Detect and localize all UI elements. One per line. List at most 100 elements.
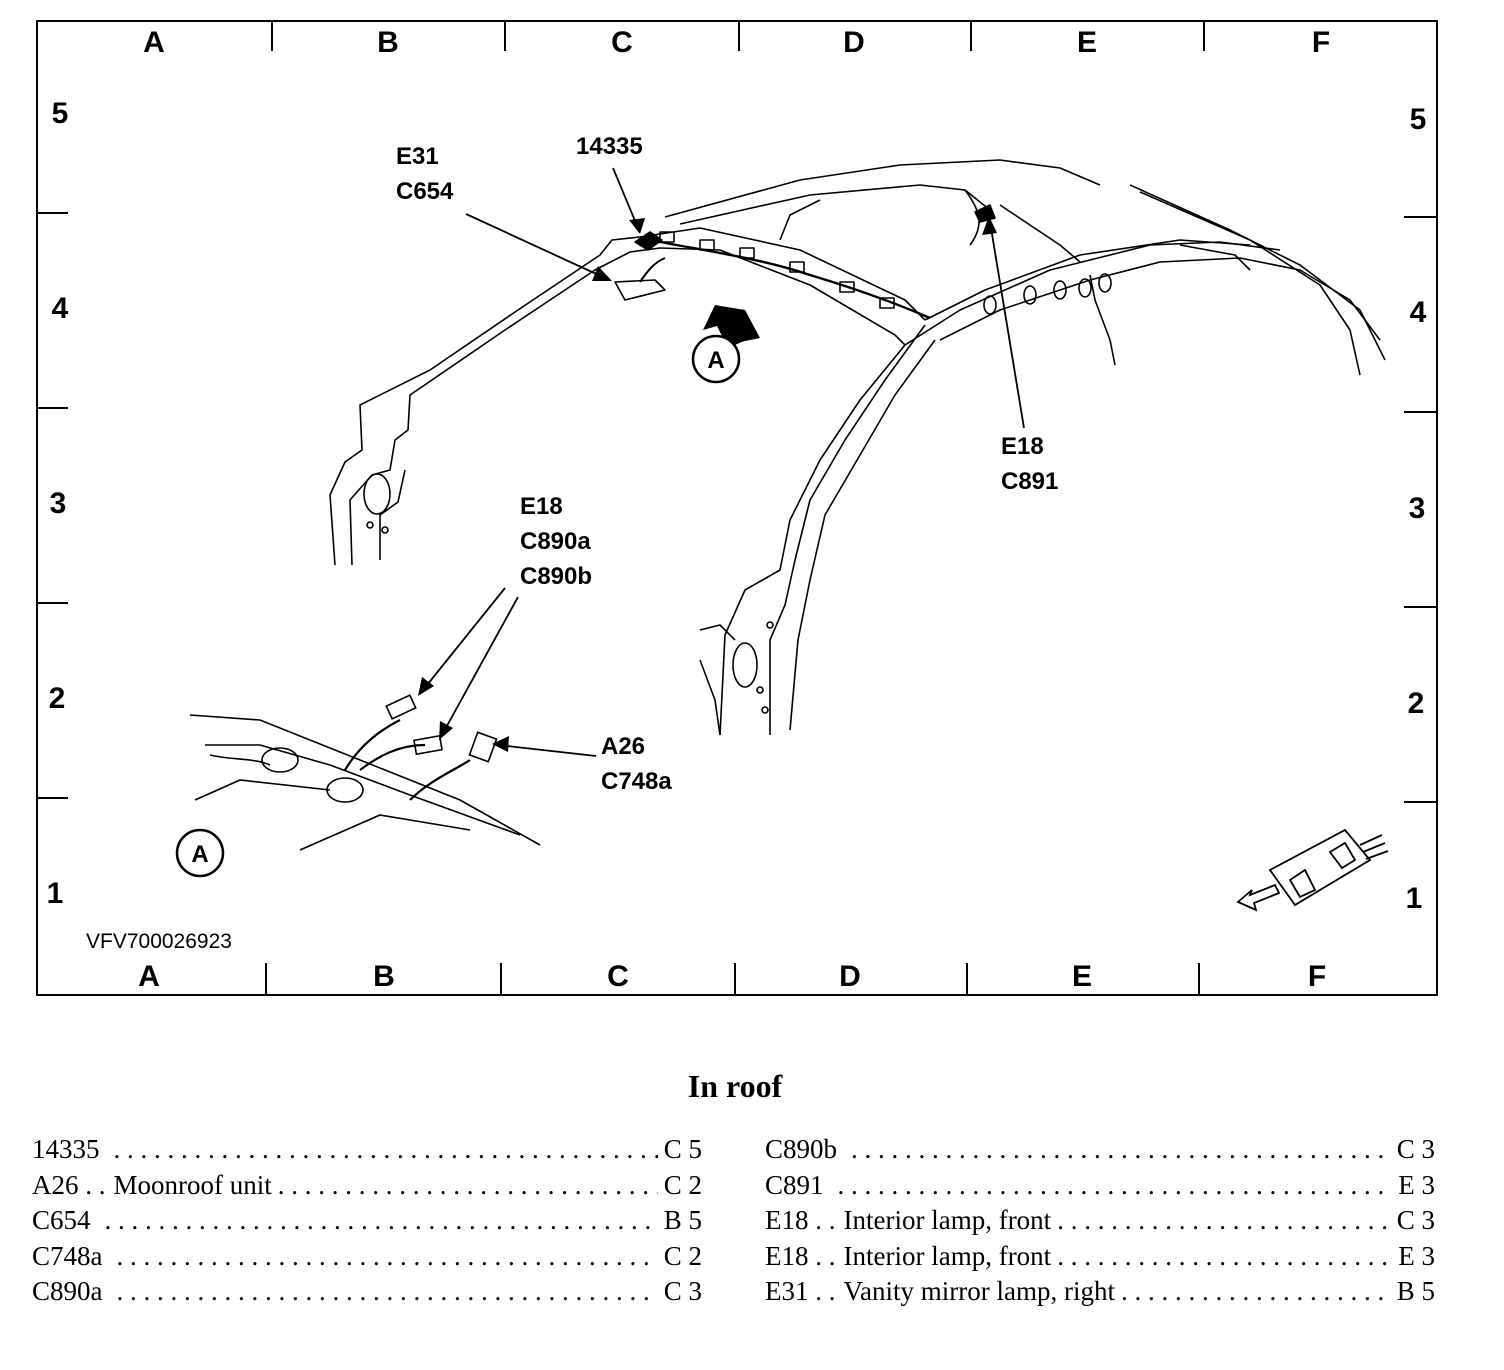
leader-dots bbox=[838, 1170, 1393, 1201]
callout-e31: E31 C654 bbox=[396, 143, 454, 205]
row-label: 2 bbox=[49, 682, 66, 715]
legend-row: C890b C 3 bbox=[765, 1134, 1435, 1170]
leader-arrows bbox=[422, 167, 1025, 757]
leader-dots bbox=[105, 1205, 658, 1236]
col-label: A bbox=[143, 26, 165, 59]
legend-code: A26 . . bbox=[32, 1169, 106, 1200]
legend-location: C 3 bbox=[1396, 1134, 1435, 1164]
legend-row: C654 B 5 bbox=[32, 1205, 702, 1241]
row-label: 1 bbox=[1406, 882, 1423, 915]
column-labels-top: A B C D E F bbox=[143, 26, 1330, 59]
leader-dots bbox=[114, 1134, 658, 1165]
callout-line: C890a bbox=[520, 528, 591, 555]
legend-location: C 3 bbox=[663, 1276, 702, 1306]
leader-dots bbox=[117, 1241, 658, 1272]
legend-row: E18 . . Interior lamp, front E 3 bbox=[765, 1241, 1435, 1277]
legend-row: E31 . . Vanity mirror lamp, right B 5 bbox=[765, 1276, 1435, 1312]
callout-a26: A26 C748a bbox=[601, 733, 672, 795]
view-marker-detail: A bbox=[175, 828, 225, 878]
legend-location: E 3 bbox=[1398, 1169, 1435, 1200]
legend-desc: Vanity mirror lamp, right bbox=[843, 1276, 1115, 1306]
legend-row: C748a C 2 bbox=[32, 1241, 702, 1277]
view-marker-main: A bbox=[691, 334, 741, 384]
row-labels-right: 5 4 3 2 1 bbox=[1406, 103, 1427, 915]
col-label: C bbox=[611, 26, 633, 59]
row-label: 4 bbox=[1410, 296, 1427, 329]
row-label: 1 bbox=[47, 877, 64, 910]
col-label: A bbox=[138, 960, 160, 993]
legend-location: C 2 bbox=[663, 1169, 702, 1200]
callout-line: C891 bbox=[1001, 468, 1058, 495]
leader-dots bbox=[851, 1134, 1391, 1165]
col-label: E bbox=[1072, 960, 1092, 993]
legend-row: C890a C 3 bbox=[32, 1276, 702, 1312]
legend-code: E18 . . bbox=[765, 1205, 836, 1235]
legend-right-column: C890b C 3 C891 E 3 E18 . . Interior lamp… bbox=[765, 1134, 1435, 1312]
diagram-frame bbox=[36, 20, 1438, 996]
wiring-location-diagram: A B C D E F A B C D E F 5 4 3 2 1 5 4 3 … bbox=[36, 20, 1438, 996]
detail-a-drawing bbox=[189, 694, 541, 851]
legend-code: 14335 bbox=[32, 1134, 100, 1164]
legend-row: E18 . . Interior lamp, front C 3 bbox=[765, 1205, 1435, 1241]
col-label: B bbox=[377, 26, 399, 59]
legend-code: E18 . . bbox=[765, 1240, 836, 1271]
legend-code: C654 bbox=[32, 1205, 91, 1235]
row-label: 3 bbox=[50, 487, 67, 520]
col-label: F bbox=[1308, 960, 1326, 993]
legend-desc: Interior lamp, front bbox=[843, 1205, 1052, 1235]
row-label: 4 bbox=[52, 292, 69, 325]
callout-line: E18 bbox=[520, 493, 563, 520]
callout-e18-rear: E18 C891 bbox=[1001, 433, 1058, 495]
callout-14335: 14335 bbox=[576, 133, 643, 160]
legend-location: C 2 bbox=[663, 1240, 702, 1271]
leader-dots bbox=[117, 1276, 658, 1307]
row-label: 5 bbox=[1410, 103, 1427, 136]
legend-location: B 5 bbox=[663, 1205, 702, 1235]
legend-code: C890a bbox=[32, 1276, 103, 1306]
legend-row: 14335 C 5 bbox=[32, 1134, 702, 1170]
view-marker-label: A bbox=[191, 841, 208, 868]
column-labels-bottom: A B C D E F bbox=[138, 960, 1326, 993]
roof-structure-drawing bbox=[329, 159, 1386, 736]
legend-location: C 3 bbox=[1396, 1205, 1435, 1235]
column-dividers bbox=[265, 21, 1205, 995]
callout-line: A26 bbox=[601, 733, 645, 760]
legend-row: A26 . . Moonroof unit C 2 bbox=[32, 1170, 702, 1206]
legend-code: C890b bbox=[765, 1134, 838, 1164]
col-label: C bbox=[607, 960, 629, 993]
vehicle-orientation-icon bbox=[1236, 828, 1389, 912]
row-dividers bbox=[37, 212, 1437, 803]
callout-line: E31 bbox=[396, 143, 439, 170]
view-marker-label: A bbox=[707, 347, 724, 374]
legend-desc: Moonroof unit bbox=[113, 1169, 272, 1200]
legend-location: B 5 bbox=[1396, 1276, 1435, 1306]
callout-line: 14335 bbox=[576, 133, 643, 160]
col-label: D bbox=[839, 960, 861, 993]
legend-title: In roof bbox=[687, 1068, 783, 1104]
legend-location: E 3 bbox=[1398, 1240, 1435, 1271]
col-label: E bbox=[1077, 26, 1097, 59]
legend-code: C748a bbox=[32, 1240, 103, 1271]
legend-row: C891 E 3 bbox=[765, 1170, 1435, 1206]
legend-code: E31 . . bbox=[765, 1276, 836, 1306]
col-label: D bbox=[843, 26, 865, 59]
callout-line: E18 bbox=[1001, 433, 1044, 460]
leader-dots bbox=[1057, 1241, 1392, 1272]
col-label: F bbox=[1312, 26, 1330, 59]
figure-id: VFV700026923 bbox=[86, 930, 232, 953]
leader-dots bbox=[1057, 1205, 1391, 1236]
callout-line: C890b bbox=[520, 563, 592, 590]
legend-location: C 5 bbox=[663, 1134, 702, 1164]
callout-line: C748a bbox=[601, 768, 672, 795]
callout-e18-front: E18 C890a C890b bbox=[520, 493, 592, 590]
legend-code: C891 bbox=[765, 1169, 824, 1200]
row-label: 5 bbox=[52, 97, 69, 130]
callout-line: C654 bbox=[396, 178, 454, 205]
leader-dots bbox=[1121, 1276, 1391, 1307]
leader-dots bbox=[278, 1170, 658, 1201]
arrowheads bbox=[418, 216, 997, 752]
legend-left-column: 14335 C 5 A26 . . Moonroof unit C 2 C654… bbox=[32, 1134, 702, 1312]
row-label: 3 bbox=[1409, 492, 1426, 525]
legend-desc: Interior lamp, front bbox=[843, 1240, 1052, 1271]
col-label: B bbox=[373, 960, 395, 993]
